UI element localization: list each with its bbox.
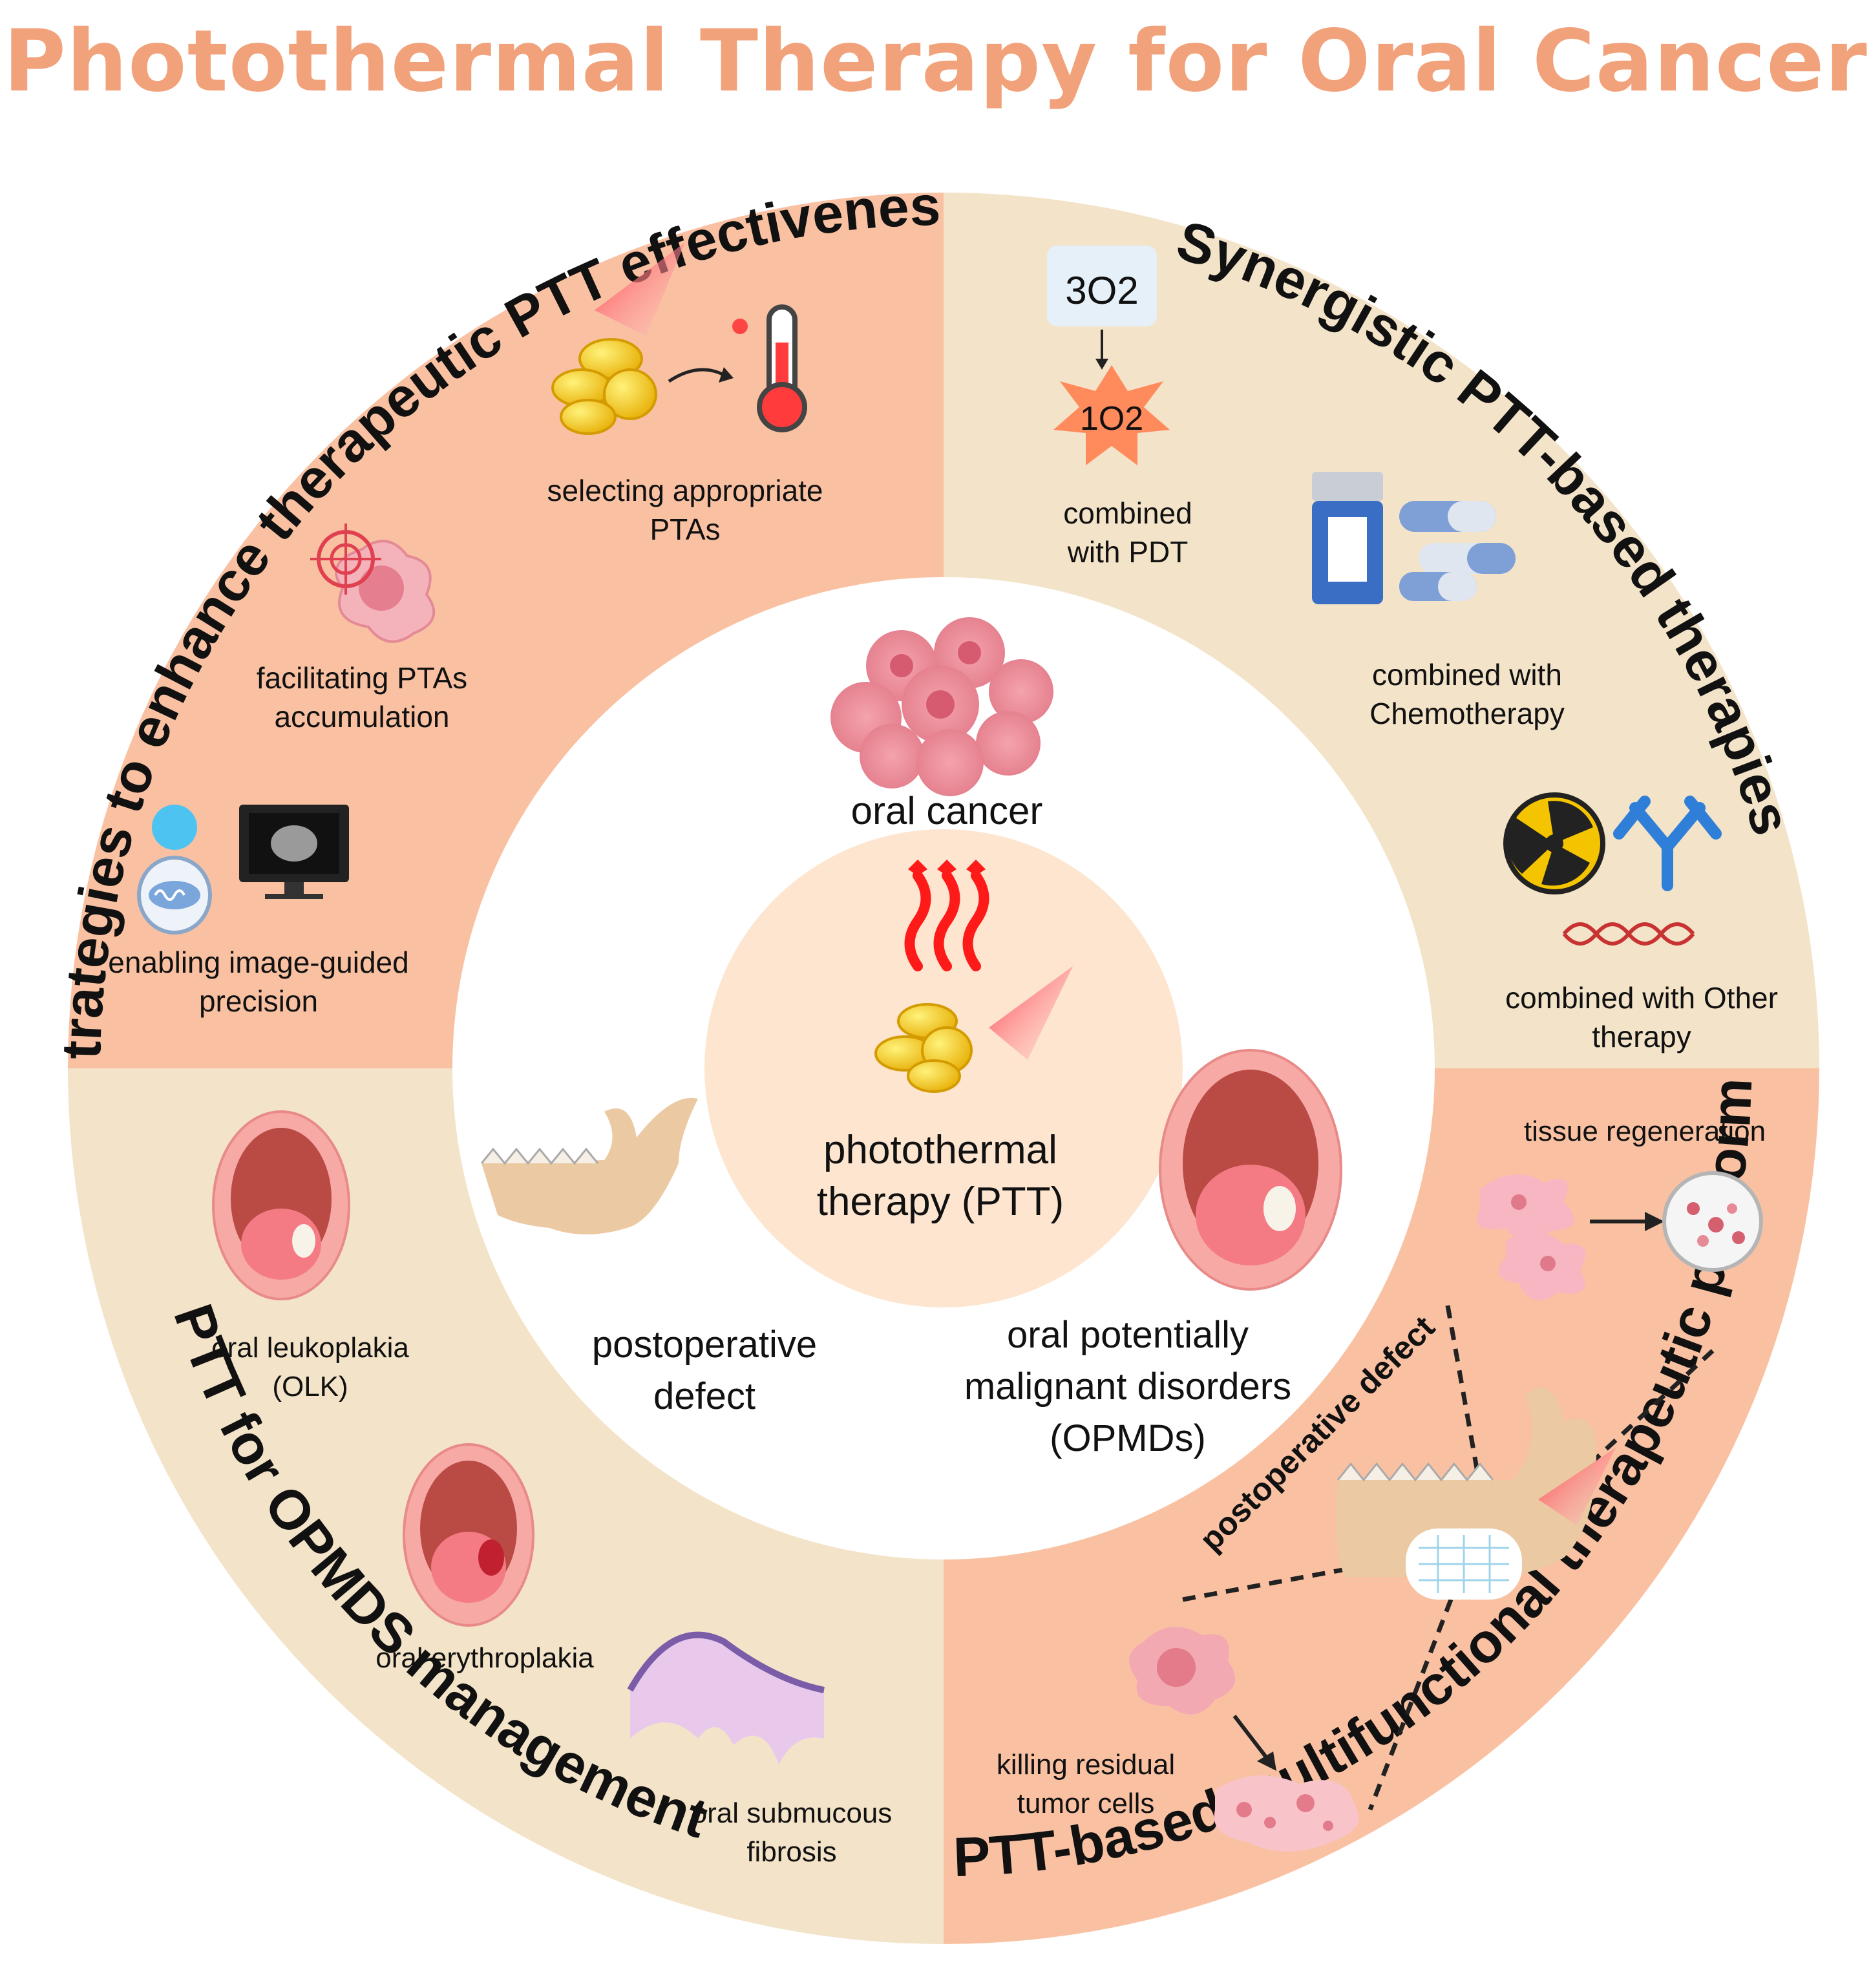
core-label-line1: photothermal <box>823 1128 1057 1172</box>
dashed-guide-lines <box>1182 1305 1715 1811</box>
radiation-icon <box>1503 792 1605 894</box>
tr-item1-line1: combined <box>1063 496 1192 530</box>
tumor-cell-icon <box>1129 1627 1236 1715</box>
dead-cells-icon <box>1214 1775 1359 1852</box>
jaw-bone-icon <box>480 1097 698 1234</box>
opmd-label-line2: malignant disorders <box>964 1366 1291 1408</box>
kill-arrow-icon <box>1232 1715 1269 1759</box>
open-mouth-icon <box>1159 1049 1342 1291</box>
open-mouth-icon <box>212 1110 350 1300</box>
oxygen-box <box>1047 246 1157 326</box>
tl-item3-line1: enabling image-guided <box>108 946 408 979</box>
heat-arrow-3-icon <box>966 860 986 876</box>
arrow-head-icon <box>719 367 734 383</box>
tr-item2-line2: Chemotherapy <box>1369 697 1565 730</box>
core-label-line2: therapy (PTT) <box>817 1179 1064 1224</box>
jaw-bone-icon <box>1335 1387 1596 1578</box>
kill-arrow-head-icon <box>1257 1751 1276 1771</box>
opmd-lesion-icon <box>1263 1186 1296 1231</box>
postop-label-line1: postoperative <box>592 1324 817 1366</box>
heat-spark-icon <box>732 319 748 334</box>
oxygen-arrow-head-icon <box>1095 359 1108 370</box>
heat-waves-icon <box>904 871 989 971</box>
bl-item3-line2: fibrosis <box>746 1836 836 1868</box>
tr-item3-line2: therapy <box>1592 1020 1691 1053</box>
opmd-label-line1: oral potentially <box>1007 1314 1249 1356</box>
opmd-label-line3: (OPMDs) <box>1050 1417 1206 1459</box>
nanoparticle-icon <box>551 338 657 435</box>
mitochondria-icon <box>137 805 212 935</box>
page-title: Photothermal Therapy for Oral Cancer <box>3 12 1868 111</box>
bl-item1-line2: (OLK) <box>272 1371 348 1402</box>
star-burst-icon <box>1053 365 1170 465</box>
histology-icon <box>627 1631 825 1764</box>
br-item1-line1: tissue regeneration <box>1524 1116 1766 1147</box>
tr-item1-line2: with PDT <box>1067 535 1189 569</box>
heat-arrow-1-icon <box>908 860 927 876</box>
stem-cell-icon <box>1477 1174 1586 1300</box>
laser-beam-icon <box>1538 1448 1616 1525</box>
br-item2-line1: killing residual <box>997 1749 1175 1781</box>
oral-cancer-label: oral cancer <box>851 789 1043 832</box>
scaffold-icon <box>1406 1528 1522 1600</box>
fluorescent-probe-icon <box>152 805 197 850</box>
capsule-icon <box>1399 501 1516 601</box>
dna-strand-icon <box>1562 922 1695 946</box>
laser-beam-icon <box>595 242 685 336</box>
leukoplakia-lesion-icon <box>292 1224 315 1258</box>
nanoparticle-icon <box>874 1003 973 1093</box>
pill-bottle-icon <box>1312 472 1383 604</box>
monitor-icon <box>239 805 349 899</box>
tl-item3-line2: precision <box>199 984 318 1018</box>
open-mouth-icon <box>403 1443 534 1627</box>
tl-item2-line1: facilitating PTAs <box>257 661 467 695</box>
regeneration-arrow-head-icon <box>1645 1212 1664 1231</box>
postop-label-line2: defect <box>653 1375 756 1417</box>
bl-item2-line1: oral erythroplakia <box>375 1642 594 1674</box>
tl-item1-line1: selecting appropriate <box>547 474 823 507</box>
tl-item1-line2: PTAs <box>650 513 720 546</box>
bl-item3-line1: oral submucous <box>692 1797 893 1829</box>
tr-item2-line1: combined with <box>1372 658 1562 692</box>
tumor-cluster-icon <box>830 617 1053 796</box>
oxygen-singlet-label: 1O2 <box>1080 400 1143 438</box>
antibody-icon <box>1613 796 1722 891</box>
arrow-icon <box>668 368 725 383</box>
oxygen-triplet-label: 3O2 <box>1065 269 1138 312</box>
target-cell-icon <box>310 523 436 643</box>
br-item2-line2: tumor cells <box>1017 1788 1155 1819</box>
erythroplakia-lesion-icon <box>478 1539 504 1576</box>
tr-item3-line1: combined with Other <box>1505 981 1778 1015</box>
laser-beam-icon <box>989 966 1073 1060</box>
thermometer-icon <box>732 304 807 432</box>
heat-arrow-2-icon <box>937 860 957 876</box>
tl-item2-line2: accumulation <box>274 700 449 734</box>
bl-item1-line1: oral leukoplakia <box>211 1332 409 1364</box>
petri-dish-icon <box>1662 1171 1763 1272</box>
